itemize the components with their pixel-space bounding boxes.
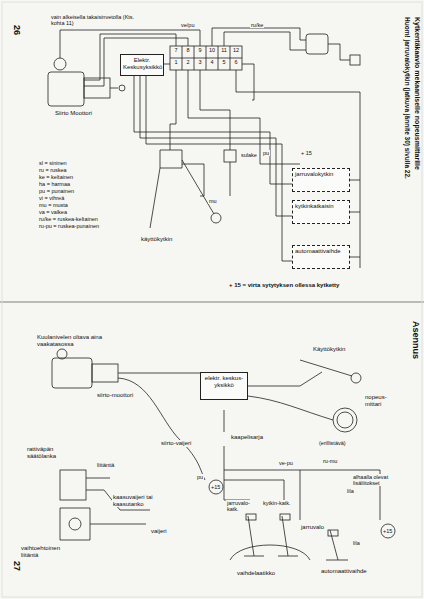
part-label: sulake bbox=[240, 152, 258, 158]
color-code: vi = vihreä bbox=[38, 195, 65, 201]
part-label: ru/ke bbox=[250, 22, 264, 28]
wire-connector bbox=[134, 76, 292, 184]
color-code: va = valkea bbox=[38, 209, 68, 215]
part-label: rattiväpän säätölanka bbox=[26, 446, 78, 459]
node-text: elektr. keskus-yksikkö bbox=[203, 375, 245, 389]
color-code: mu = musta bbox=[38, 202, 69, 208]
node-text: automaattivaihde bbox=[295, 248, 347, 255]
wire-connector bbox=[146, 76, 292, 261]
terminal-number: 10 bbox=[206, 47, 218, 53]
node-text: jarruvalokytkin bbox=[295, 171, 347, 178]
terminal-number: 4 bbox=[206, 59, 218, 65]
part-label: siirto-moottori bbox=[96, 392, 138, 399]
part-label: nopeus-mittari bbox=[364, 394, 400, 407]
part-label: kytkin-katk. bbox=[262, 500, 296, 506]
part-label: pu bbox=[196, 474, 204, 480]
terminal-number: 3 bbox=[194, 59, 206, 65]
terminal-number: 5 bbox=[218, 59, 230, 65]
page-heading: Asennus bbox=[411, 320, 421, 360]
color-code: ru = ruskea bbox=[38, 167, 68, 173]
part-label: +15 bbox=[382, 528, 393, 534]
part-label: lila bbox=[352, 540, 361, 546]
part-label: kaapelisarja bbox=[230, 434, 264, 441]
terminal-number: 12 bbox=[230, 47, 242, 53]
part-label: Käyttökytkin bbox=[312, 346, 346, 353]
part-label: vain alkeisella takaisinvetolla (Kts. ko… bbox=[50, 14, 147, 26]
part-label: jarruvalo bbox=[300, 524, 325, 531]
terminal-number: 11 bbox=[218, 47, 230, 53]
part-label: alhaalla olevat lisäliitokset bbox=[352, 474, 410, 486]
terminal-number: 2 bbox=[182, 59, 194, 65]
part-label: käyttökytkin bbox=[140, 236, 173, 243]
part-label: Kuulanivelen oltava aina vaakatasossa bbox=[36, 334, 113, 347]
part-label: (erillistävä) bbox=[318, 440, 347, 446]
page-heading: Huom! jarruvalokytkin (jatkuva jännite 3… bbox=[404, 16, 411, 180]
part-label: liitäntä bbox=[96, 462, 115, 469]
part-label: + 15 bbox=[300, 150, 313, 156]
node-text: kytkinkatkaisin bbox=[295, 203, 347, 210]
switch-box: kytkinkatkaisin bbox=[292, 200, 350, 224]
page-number: 26 bbox=[12, 24, 22, 36]
part-label: ru-mu bbox=[322, 458, 338, 464]
part-label: lila bbox=[346, 488, 355, 494]
terminal-number: 6 bbox=[230, 59, 242, 65]
part-label: +15 bbox=[210, 484, 221, 490]
color-code: pu = punainen bbox=[38, 188, 75, 194]
control-unit-box: elektr. keskus-yksikkö bbox=[200, 372, 248, 400]
part-label: vaihtoehtoinen liitäntä bbox=[20, 545, 70, 558]
terminal-number: 7 bbox=[170, 47, 182, 53]
page-number: 27 bbox=[12, 560, 22, 572]
part-label: ve/pu bbox=[180, 22, 195, 28]
node-text: Elektr. Keskusyksikkö bbox=[123, 57, 161, 71]
part-label: jarruvalo-katk. bbox=[226, 500, 262, 512]
part-label: vaijeri bbox=[150, 528, 168, 535]
part-label: automaattivaihde bbox=[320, 568, 368, 575]
terminal-number: 8 bbox=[182, 47, 194, 53]
part-label: Siirto Moottori bbox=[54, 110, 116, 117]
part-label: + 15 = virta sytytyksen ollessa kytketty bbox=[228, 282, 340, 289]
part-label: ve-pu bbox=[278, 460, 294, 466]
color-code: ke = keltainen bbox=[38, 174, 74, 180]
color-code: ru-pu = ruskea-punainen bbox=[38, 223, 100, 229]
color-code: ha = harmaa bbox=[38, 181, 71, 187]
color-code: ru/ke = ruskea-keltainen bbox=[38, 216, 99, 222]
switch-box: jarruvalokytkin bbox=[292, 168, 350, 192]
terminal-number: 1 bbox=[170, 59, 182, 65]
part-label: siirto-vaijeri bbox=[160, 440, 196, 447]
part-label: mu bbox=[208, 198, 218, 204]
terminal-number: 9 bbox=[194, 47, 206, 53]
color-code: sl = sininen bbox=[38, 160, 68, 166]
wire-connector bbox=[140, 76, 292, 216]
part-label: kaasuvaijeri tai kaasutanko bbox=[112, 494, 164, 507]
part-label: vaihdelaatikko bbox=[236, 570, 276, 577]
control-unit-box: Elektr. Keskusyksikkö bbox=[120, 54, 164, 76]
switch-box: automaattivaihde bbox=[292, 245, 350, 269]
part-label: pu bbox=[262, 150, 270, 156]
page-heading: Kytkentäkaavio mekaaniselle nopeusmittar… bbox=[413, 16, 421, 171]
